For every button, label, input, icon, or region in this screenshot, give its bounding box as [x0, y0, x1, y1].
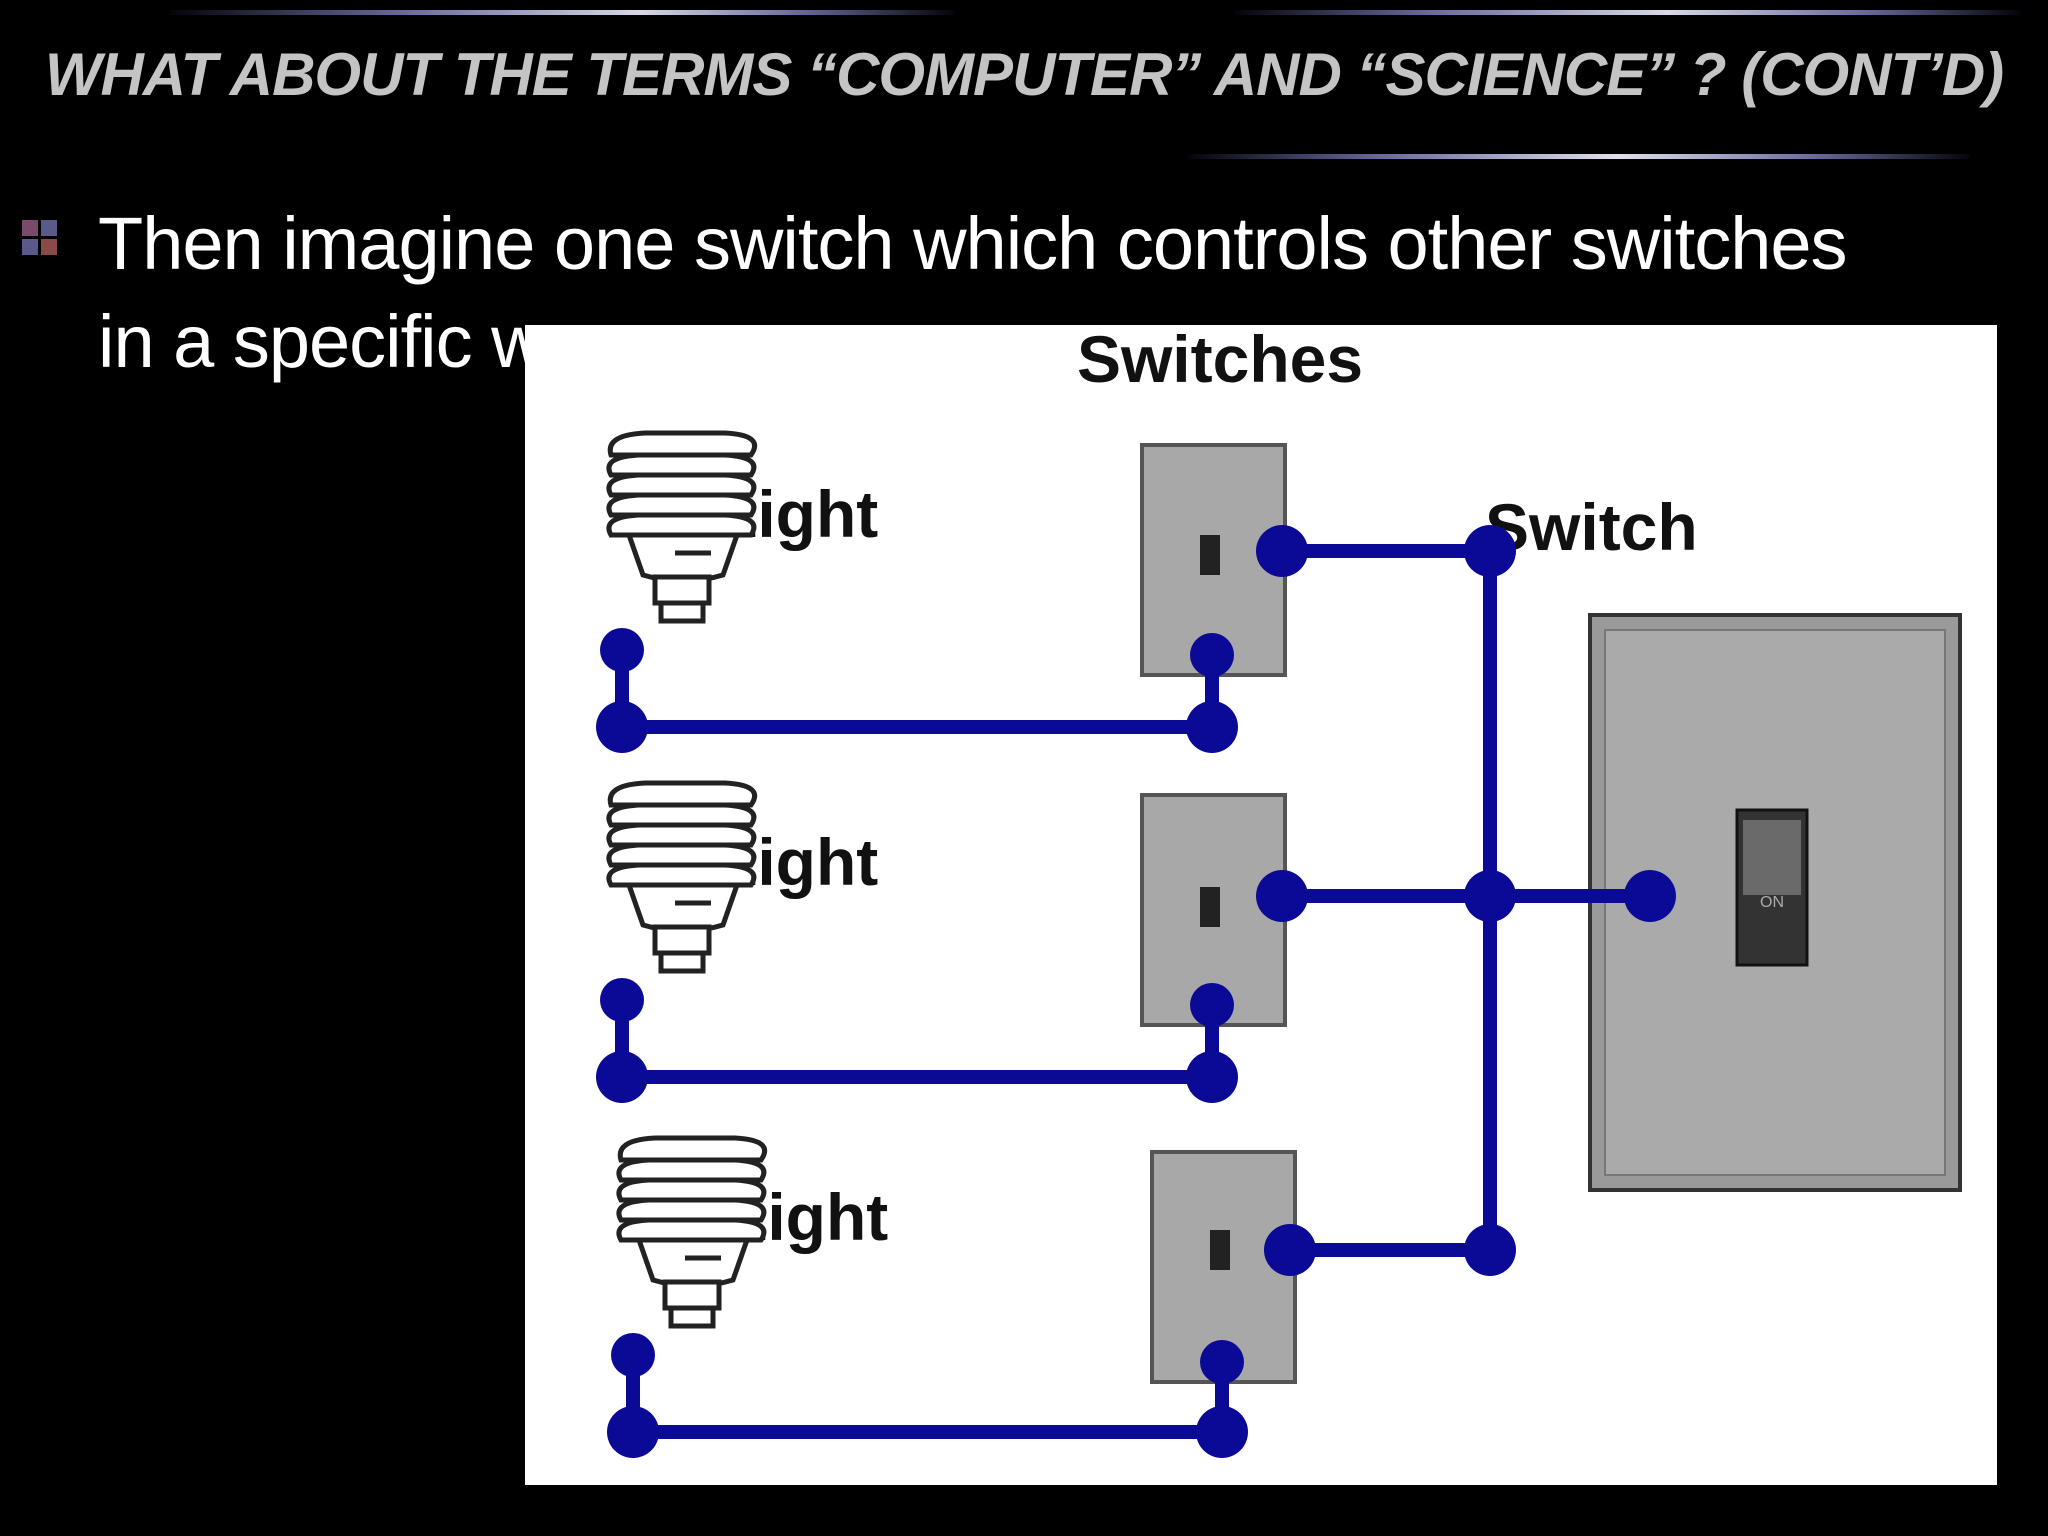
- lightbulb-icon: [606, 780, 758, 974]
- slide-title: WHAT ABOUT THE TERMS “COMPUTER” AND “SCI…: [44, 41, 2004, 108]
- lightbulb-icon: [616, 1135, 768, 1329]
- on-label: ON: [1760, 894, 1784, 911]
- lightbulb-icon: [606, 430, 758, 624]
- wire-nodes: [596, 525, 1676, 1458]
- wires: [615, 544, 1657, 1439]
- decorative-line-top-left: [170, 10, 955, 15]
- switches-heading: Switches: [1077, 325, 1363, 396]
- square-bullet-icon: [22, 220, 57, 255]
- decorative-line-under-title: [1188, 154, 1970, 159]
- switch-diagram: Switches Switch Light Light Light: [525, 325, 1997, 1485]
- decorative-line-top-right: [1235, 10, 2020, 15]
- switch-heading: Switch: [1485, 490, 1698, 564]
